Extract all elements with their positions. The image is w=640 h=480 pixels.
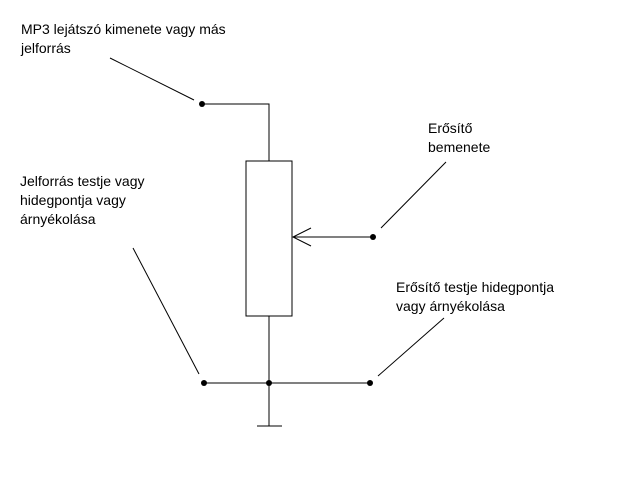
terminal-amp-gnd: [367, 380, 373, 386]
label-source-output: MP3 lejátszó kimenete vagy más jelforrás: [21, 20, 226, 58]
terminal-source-out: [199, 101, 205, 107]
potentiometer-resistor: [245, 160, 293, 317]
label-amplifier-ground-line-2: vagy árnyékolása: [396, 298, 505, 314]
junction-ground: [266, 380, 272, 386]
label-amplifier-input-line-1: Erősítő: [428, 120, 473, 136]
label-source-output-line-2: jelforrás: [21, 40, 71, 56]
label-source-ground-line-1: Jelforrás testje vagy: [20, 173, 145, 189]
label-amplifier-ground-line-1: Erősítő testje hidegpontja: [396, 279, 554, 295]
label-source-ground-line-2: hidegpontja vagy: [20, 192, 126, 208]
label-source-output-line-1: MP3 lejátszó kimenete vagy más: [21, 21, 226, 37]
label-amplifier-ground: Erősítő testje hidegpontja vagy árnyékol…: [396, 278, 554, 316]
label-source-ground: Jelforrás testje vagy hidegpontja vagy á…: [20, 172, 145, 229]
wiper-arrow-icon: [291, 227, 312, 247]
label-source-ground-line-3: árnyékolása: [20, 211, 96, 227]
leader-amp-in: [380, 161, 447, 229]
leader-source-out: [109, 57, 195, 101]
leader-amp-gnd: [377, 317, 445, 377]
wire-source-to-resistor: [202, 103, 270, 161]
terminal-source-gnd: [201, 380, 207, 386]
label-amplifier-input-line-2: bemenete: [428, 139, 491, 155]
terminal-amp-in: [370, 234, 376, 240]
leader-source-gnd: [132, 247, 200, 375]
label-amplifier-input: Erősítő bemenete: [428, 119, 490, 157]
